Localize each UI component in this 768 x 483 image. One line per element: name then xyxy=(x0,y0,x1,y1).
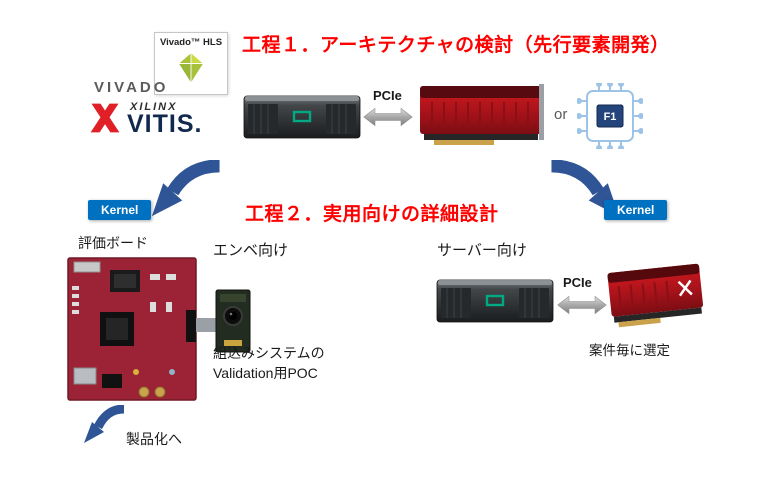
eval-board-label: 評価ボード xyxy=(78,235,148,251)
productization-arrow xyxy=(78,405,128,447)
server-image-bottom xyxy=(436,276,554,324)
kernel-badge-right: Kernel xyxy=(604,200,668,220)
or-label: or xyxy=(554,106,568,123)
server-use-label: サーバー向け xyxy=(437,242,527,259)
xilinx-wordmark: XILINX xyxy=(130,101,178,113)
process2-title: 工程２．実用向けの詳細設計 xyxy=(245,204,499,225)
productization-label: 製品化へ xyxy=(126,431,182,447)
selection-label: 案件毎に選定 xyxy=(589,343,670,358)
validation-note: 組込みシステムの Validation用POC xyxy=(213,344,325,383)
validation-note-line1: 組込みシステムの xyxy=(213,345,325,361)
pcie-label-top: PCIe xyxy=(373,88,402,103)
pcie-label-bottom: PCIe xyxy=(563,275,592,290)
hls-diamond-icon xyxy=(177,52,205,85)
f1-chip-icon: F1 xyxy=(577,83,643,149)
vivado-hls-logo: Vivado™ HLS xyxy=(154,32,228,95)
fpga-card-image-top xyxy=(418,82,548,148)
flow-arrow-left xyxy=(145,160,223,222)
pcie-double-arrow-top xyxy=(362,105,414,129)
pcie-double-arrow-bottom xyxy=(556,293,608,317)
process1-title: 工程１．アーキテクチャの検討（先行要素開発） xyxy=(242,35,670,56)
xilinx-x-icon xyxy=(86,100,124,136)
vivado-wordmark: VIVADO xyxy=(94,79,169,96)
kernel-badge-left: Kernel xyxy=(88,200,152,220)
vivado-hls-label: Vivado™ HLS xyxy=(159,37,223,48)
embedded-label: エンベ向け xyxy=(213,242,289,259)
validation-note-line2: Validation用POC xyxy=(213,364,318,381)
vitis-wordmark: VITIS. xyxy=(127,110,203,138)
eval-board-image xyxy=(66,252,256,404)
server-image-top xyxy=(243,92,361,140)
f1-chip-label: F1 xyxy=(604,111,617,123)
fpga-card-image-bottom xyxy=(605,261,711,333)
